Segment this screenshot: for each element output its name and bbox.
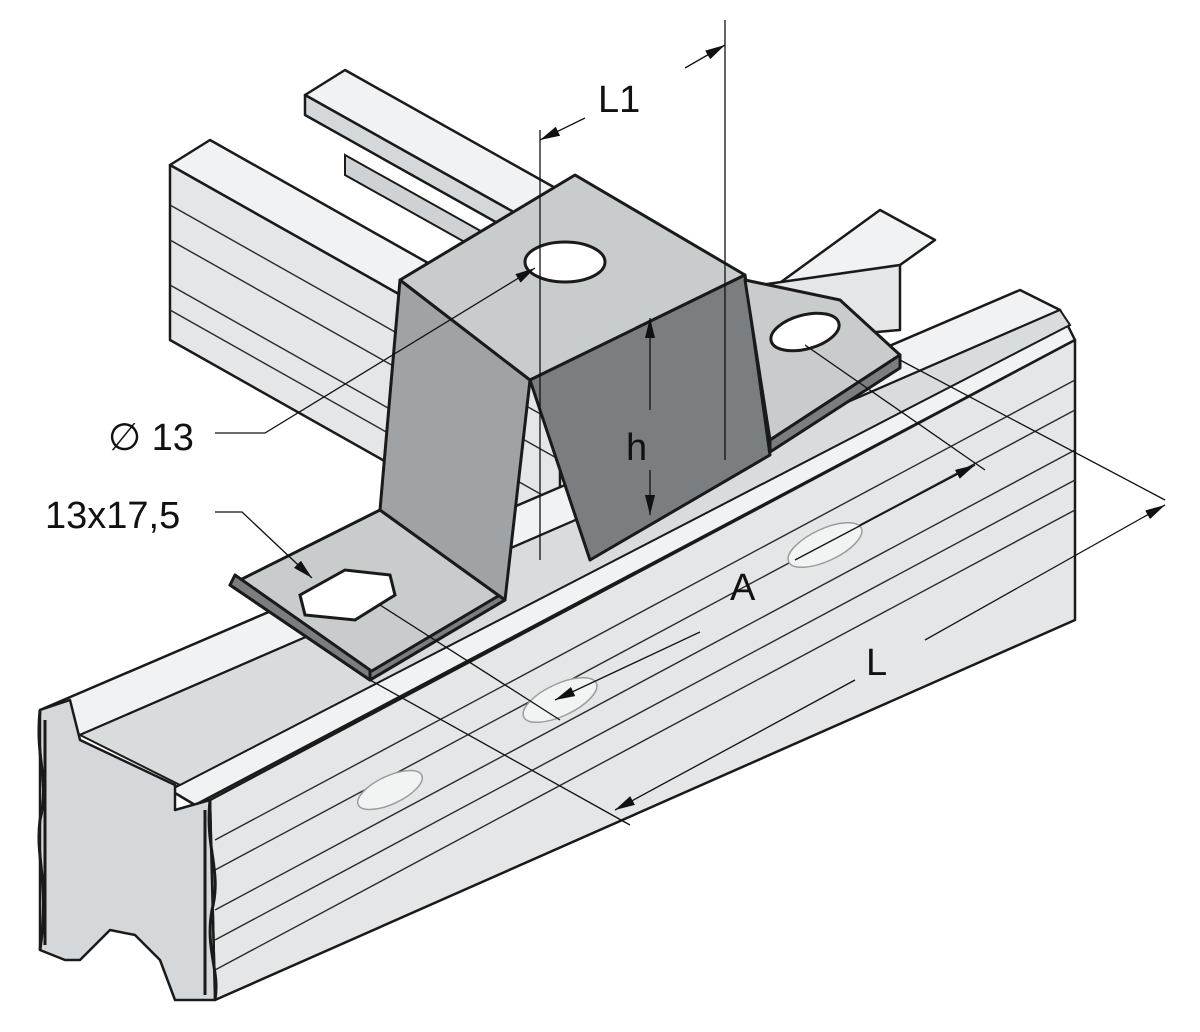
- front-rail: [37, 288, 1077, 1002]
- dimension-l1-label: L1: [598, 79, 640, 121]
- dimension-length-label: L: [866, 642, 887, 684]
- dimension-height-label: h: [626, 427, 647, 469]
- dimension-diameter-label: ∅ 13: [108, 417, 194, 459]
- dimension-lines: [215, 20, 1166, 826]
- dimension-spacing-label: A: [730, 567, 756, 609]
- bracket: [228, 173, 902, 682]
- dimension-slot-label: 13x17,5: [45, 495, 180, 537]
